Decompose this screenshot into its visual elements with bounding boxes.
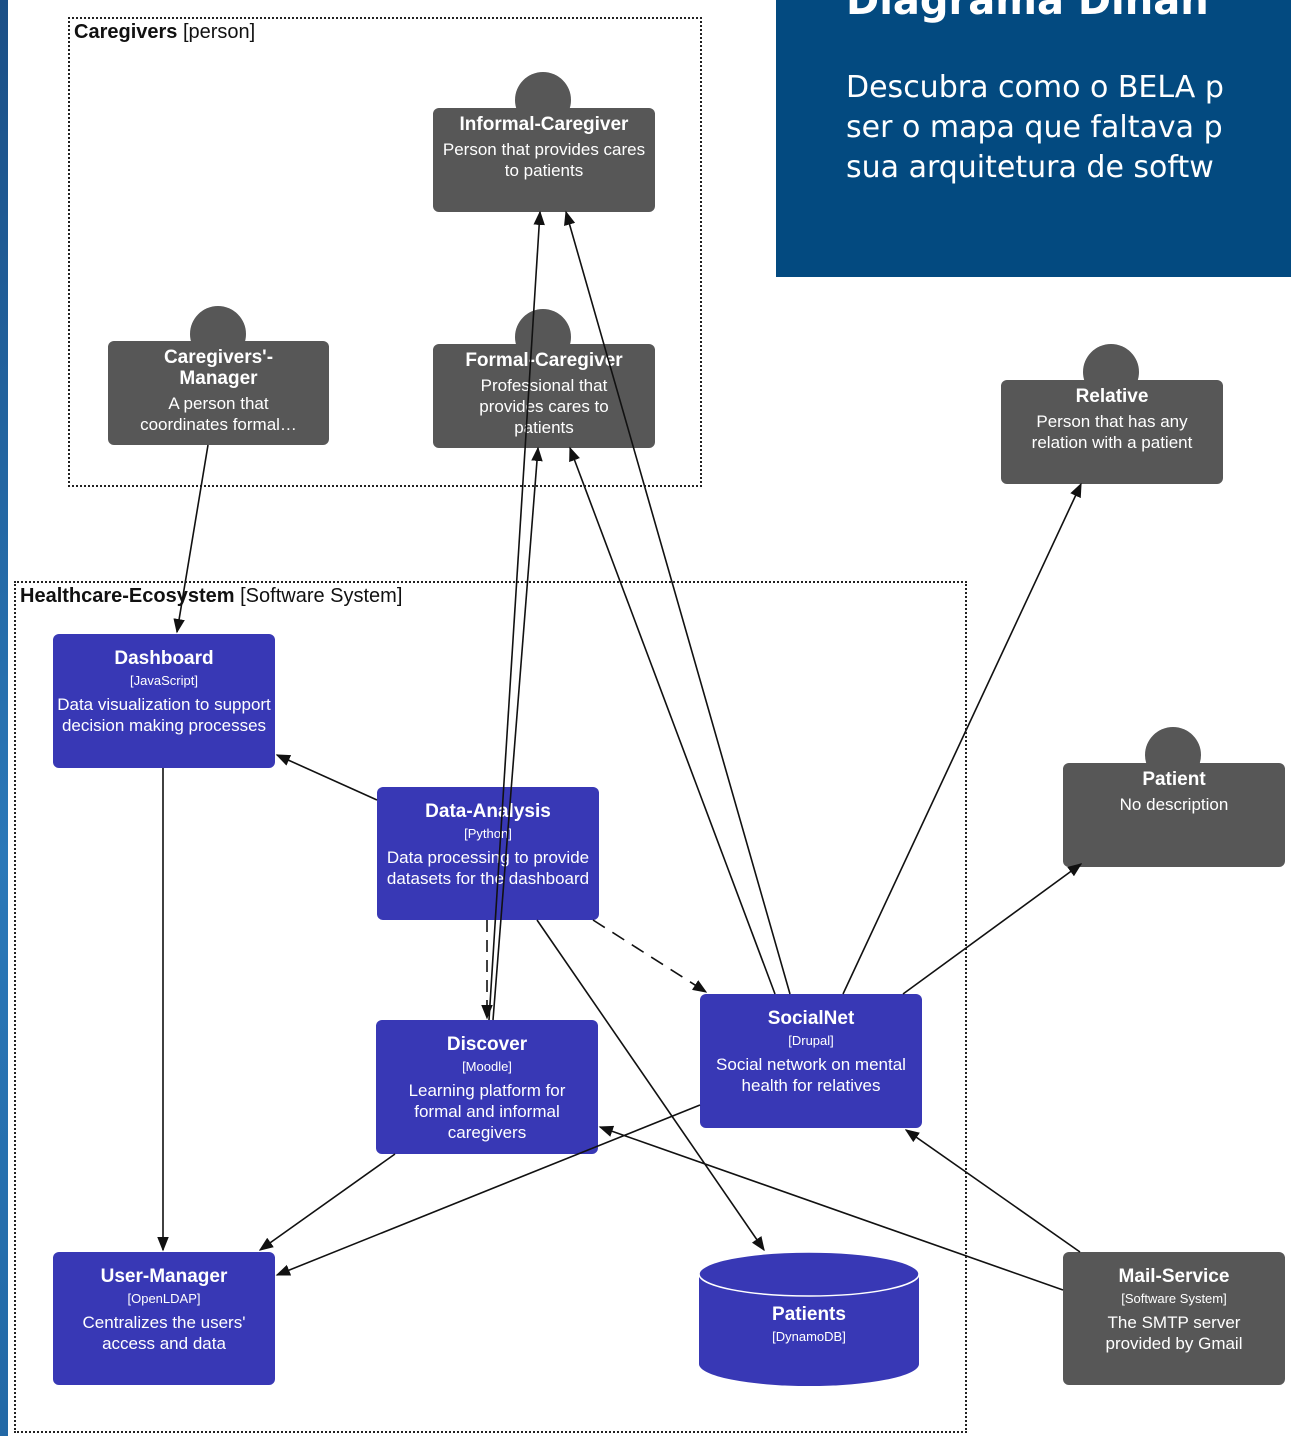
formal-caregiver-description: Professional that provides cares to pati… xyxy=(479,376,609,437)
discover-name: Discover xyxy=(446,1034,528,1055)
discover-node[interactable]: Discover [Moodle] Learning platform for … xyxy=(376,1020,598,1154)
data-analysis-description: Data processing to provide datasets for … xyxy=(386,848,590,888)
user-manager-name: User-Manager xyxy=(100,1266,228,1287)
ecosystem-boundary-label: Healthcare-Ecosystem [Software System] xyxy=(20,585,402,608)
socialnet-node[interactable]: SocialNet [Drupal] Social network on men… xyxy=(700,994,922,1128)
caregivers-manager-node[interactable]: Caregivers'-Manager A person that coordi… xyxy=(108,341,329,445)
banner-line-2: ser o mapa que faltava p xyxy=(846,110,1223,145)
ecosystem-boundary-name: Healthcare-Ecosystem xyxy=(20,585,235,607)
caregivers-manager-name: Caregivers'-Manager xyxy=(163,347,274,389)
informal-caregiver-node[interactable]: Informal-Caregiver Person that provides … xyxy=(433,108,655,212)
ecosystem-boundary-type: [Software System] xyxy=(240,585,403,607)
data-analysis-technology: [Python] xyxy=(464,826,512,841)
banner-line-1: Descubra como o BELA p xyxy=(846,70,1224,105)
caregivers-boundary-type: [person] xyxy=(182,21,256,43)
formal-caregiver-node[interactable]: Formal-Caregiver Professional that provi… xyxy=(433,344,655,448)
discover-technology: [Moodle] xyxy=(462,1059,512,1074)
mail-service-description: The SMTP server provided by Gmail xyxy=(1105,1313,1243,1353)
user-manager-description: Centralizes the users' access and data xyxy=(82,1313,246,1353)
banner-text: Descubra como o BELA p ser o mapa que fa… xyxy=(846,68,1224,188)
patient-name: Patient xyxy=(1142,769,1206,790)
banner-line-3: sua arquitetura de softw xyxy=(846,150,1214,185)
dashboard-description: Data visualization to support decision m… xyxy=(57,695,271,735)
formal-caregiver-name: Formal-Caregiver xyxy=(465,350,623,371)
caregivers-boundary-name: Caregivers xyxy=(74,21,178,43)
informal-caregiver-description: Person that provides cares to patients xyxy=(442,140,646,180)
caregivers-boundary-label: Caregivers [person] xyxy=(74,21,255,44)
dashboard-node[interactable]: Dashboard [JavaScript] Data visualizatio… xyxy=(53,634,275,768)
patient-node[interactable]: Patient No description xyxy=(1063,763,1285,867)
caregivers-manager-description: A person that coordinates formal… xyxy=(140,394,297,434)
relative-description: Person that has any relation with a pati… xyxy=(1031,412,1193,452)
dashboard-name: Dashboard xyxy=(114,648,214,669)
patients-db-label: Patients [DynamoDB] xyxy=(698,1304,920,1364)
socialnet-name: SocialNet xyxy=(767,1008,855,1029)
user-manager-node[interactable]: User-Manager [OpenLDAP] Centralizes the … xyxy=(53,1252,275,1385)
socialnet-description: Social network on mental health for rela… xyxy=(716,1055,906,1095)
patient-description: No description xyxy=(1119,795,1229,814)
data-analysis-name: Data-Analysis xyxy=(425,801,551,822)
informal-caregiver-name: Informal-Caregiver xyxy=(459,114,629,135)
promo-banner: Diagrama Dinân Descubra como o BELA p se… xyxy=(776,0,1291,277)
discover-description: Learning platform for formal and informa… xyxy=(408,1081,566,1142)
banner-title: Diagrama Dinân xyxy=(846,0,1209,24)
relative-node[interactable]: Relative Person that has any relation wi… xyxy=(1001,380,1223,484)
patients-db-technology: [DynamoDB] xyxy=(772,1329,846,1344)
mail-service-node[interactable]: Mail-Service [Software System] The SMTP … xyxy=(1063,1252,1285,1385)
patients-db-name: Patients xyxy=(772,1304,846,1325)
dashboard-technology: [JavaScript] xyxy=(130,673,198,688)
mail-service-technology: [Software System] xyxy=(1121,1291,1227,1306)
socialnet-technology: [Drupal] xyxy=(788,1033,834,1048)
data-analysis-node[interactable]: Data-Analysis [Python] Data processing t… xyxy=(377,787,599,920)
user-manager-technology: [OpenLDAP] xyxy=(127,1291,201,1306)
relative-name: Relative xyxy=(1075,386,1149,407)
mail-service-name: Mail-Service xyxy=(1118,1266,1230,1287)
